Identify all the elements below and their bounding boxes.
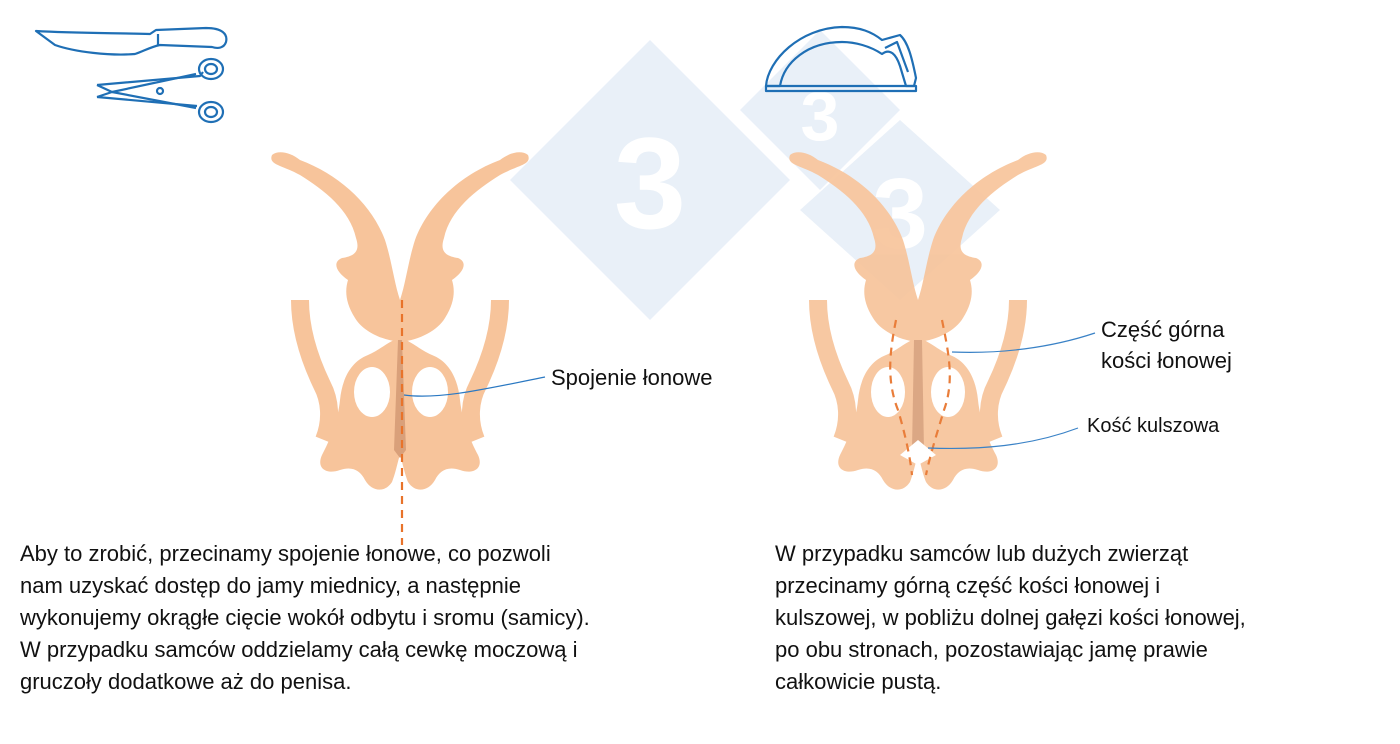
right-caption: W przypadku samców lub dużych zwierząt p… [775, 538, 1246, 698]
left-caption-line: wykonujemy okrągłe cięcie wokół odbytu i… [20, 605, 590, 630]
left-pelvis [271, 152, 546, 545]
right-caption-line: po obu stronach, pozostawiając jamę praw… [775, 637, 1208, 662]
leader-line-ischium [927, 427, 1079, 450]
right-caption-line: całkowicie pustą. [775, 669, 942, 694]
scissors-icon [96, 57, 225, 124]
cut-line-left-side [889, 319, 914, 476]
left-caption-line: nam uzyskać dostęp do jamy miednicy, a n… [20, 573, 521, 598]
knife-icon [34, 26, 228, 56]
left-caption-line: W przypadku samców oddzielamy całą cewkę… [20, 637, 578, 662]
label-ischium: Kość kulszowa [1087, 415, 1220, 437]
cut-line-right-side [924, 319, 951, 476]
label-upper-pubis-line2: kości łonowej [1101, 348, 1232, 373]
leader-line-upper-pubis [951, 332, 1096, 353]
label-pubic-symphysis: Spojenie łonowe [551, 365, 713, 390]
right-pelvis [789, 152, 1096, 490]
left-caption: Aby to zrobić, przecinamy spojenie łonow… [20, 538, 590, 698]
right-caption-line: przecinamy górną część kości łonowej i [775, 573, 1161, 598]
svg-text:3: 3 [801, 77, 840, 155]
bone-saw-icon [764, 25, 918, 93]
svg-text:3: 3 [614, 110, 686, 256]
left-caption-line: Aby to zrobić, przecinamy spojenie łonow… [20, 541, 551, 566]
right-caption-line: W przypadku samców lub dużych zwierząt [775, 541, 1189, 566]
leader-line-symphysis [403, 376, 546, 397]
label-upper-pubis-line1: Część górna [1101, 317, 1225, 342]
left-caption-line: gruczoły dodatkowe aż do penisa. [20, 669, 352, 694]
watermark-logo: 3 3 3 [510, 30, 1000, 320]
right-caption-line: kulszowej, w pobliżu dolnej gałęzi kości… [775, 605, 1246, 630]
